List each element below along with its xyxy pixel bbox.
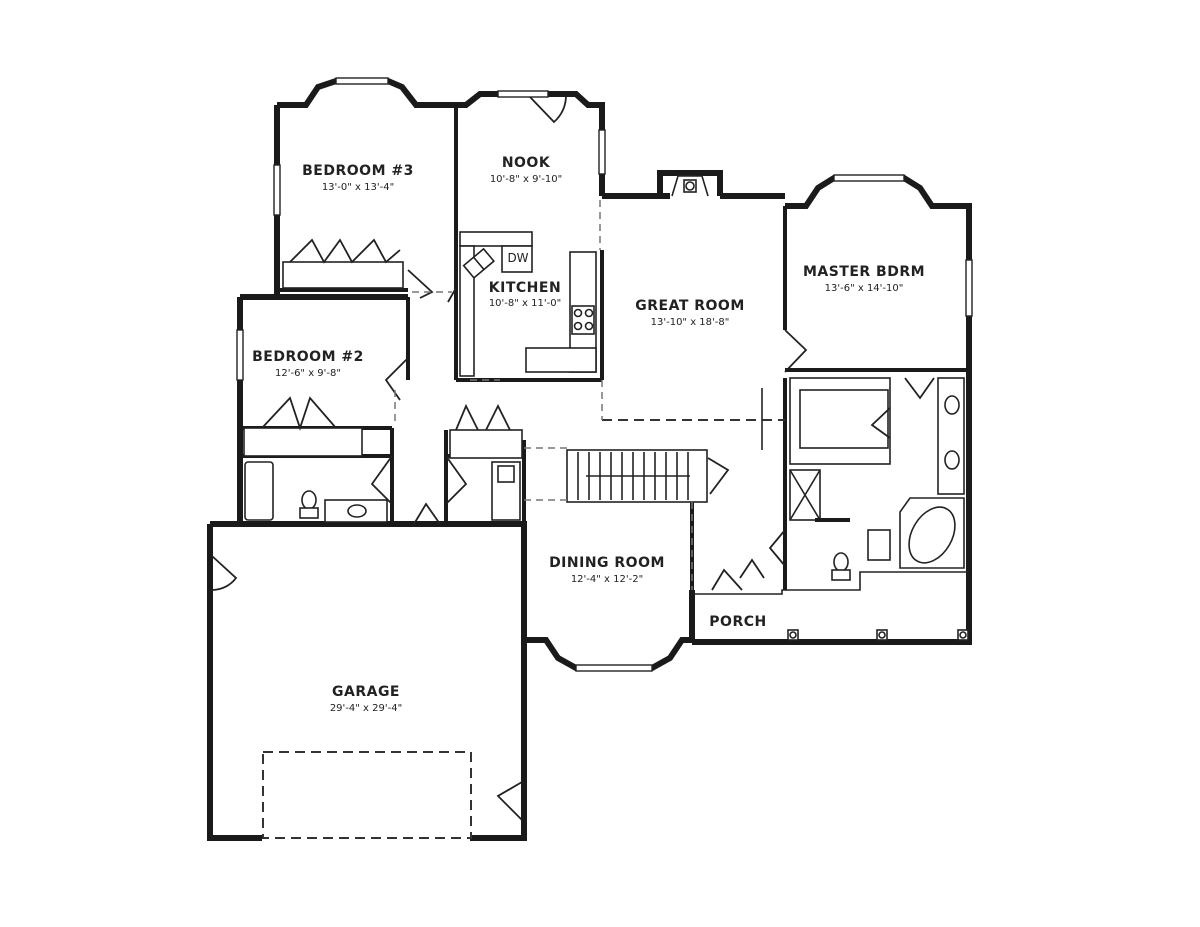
- sink-icon: [347, 504, 367, 518]
- room-name: KITCHEN: [489, 280, 561, 296]
- fireplace-icon: [671, 175, 709, 197]
- range-icon: [571, 305, 595, 335]
- doors: [211, 96, 935, 821]
- room-name: MASTER BDRM: [803, 264, 925, 280]
- room-nook: NOOK 10'-8" x 9'-10": [490, 155, 562, 185]
- windows: [236, 77, 973, 672]
- porch-columns: [787, 629, 969, 641]
- bathtub-icon: [908, 506, 956, 564]
- room-name: GREAT ROOM: [635, 298, 745, 314]
- room-name: GARAGE: [332, 684, 400, 700]
- kitchen-sink-icon: [462, 247, 495, 279]
- room-name: DINING ROOM: [549, 555, 665, 571]
- room-great-room: GREAT ROOM 13'-10" x 18'-8": [635, 298, 745, 328]
- room-dims: 12'-4" x 12'-2": [571, 574, 643, 585]
- room-dims: 10'-8" x 11'-0": [489, 298, 561, 309]
- room-dims: 13'-6" x 14'-10": [825, 283, 904, 294]
- room-labels: BEDROOM #3 13'-0" x 13'-4" NOOK 10'-8" x…: [252, 155, 925, 714]
- room-name: NOOK: [502, 155, 551, 171]
- room-dims: 13'-10" x 18'-8": [651, 317, 730, 328]
- column-icon: [787, 629, 799, 641]
- toilet-icon: [833, 552, 849, 572]
- dashed-lines: [262, 200, 785, 839]
- dishwasher-label: DW: [507, 251, 528, 265]
- room-dims: 29'-4" x 29'-4": [330, 703, 402, 714]
- room-garage: GARAGE 29'-4" x 29'-4": [330, 684, 402, 714]
- column-icon: [957, 629, 969, 641]
- room-dims: 12'-6" x 9'-8": [275, 368, 341, 379]
- toilet-icon: [301, 490, 317, 510]
- room-kitchen: KITCHEN 10'-8" x 11'-0": [489, 280, 561, 309]
- room-dims: 13'-0" x 13'-4": [322, 182, 394, 193]
- sink-icon: [944, 450, 960, 470]
- room-bedroom2: BEDROOM #2 12'-6" x 9'-8": [252, 349, 364, 379]
- room-dining-room: DINING ROOM 12'-4" x 12'-2": [549, 555, 665, 585]
- staircase: [566, 449, 730, 503]
- closets: [243, 238, 523, 459]
- bathroom: [244, 461, 521, 523]
- room-master-bdrm: MASTER BDRM 13'-6" x 14'-10": [803, 264, 925, 294]
- sink-icon: [944, 395, 960, 415]
- room-dims: 10'-8" x 9'-10": [490, 174, 562, 185]
- master-bath: [789, 377, 965, 581]
- column-icon: [876, 629, 888, 641]
- laundry-sink-icon: [497, 465, 515, 483]
- kitchen-fixtures: [459, 231, 597, 377]
- room-name: BEDROOM #2: [252, 349, 364, 365]
- room-name: BEDROOM #3: [302, 163, 414, 179]
- porch-label: PORCH: [709, 614, 766, 630]
- bathtub-icon: [244, 461, 274, 521]
- room-bedroom3: BEDROOM #3 13'-0" x 13'-4": [302, 163, 414, 193]
